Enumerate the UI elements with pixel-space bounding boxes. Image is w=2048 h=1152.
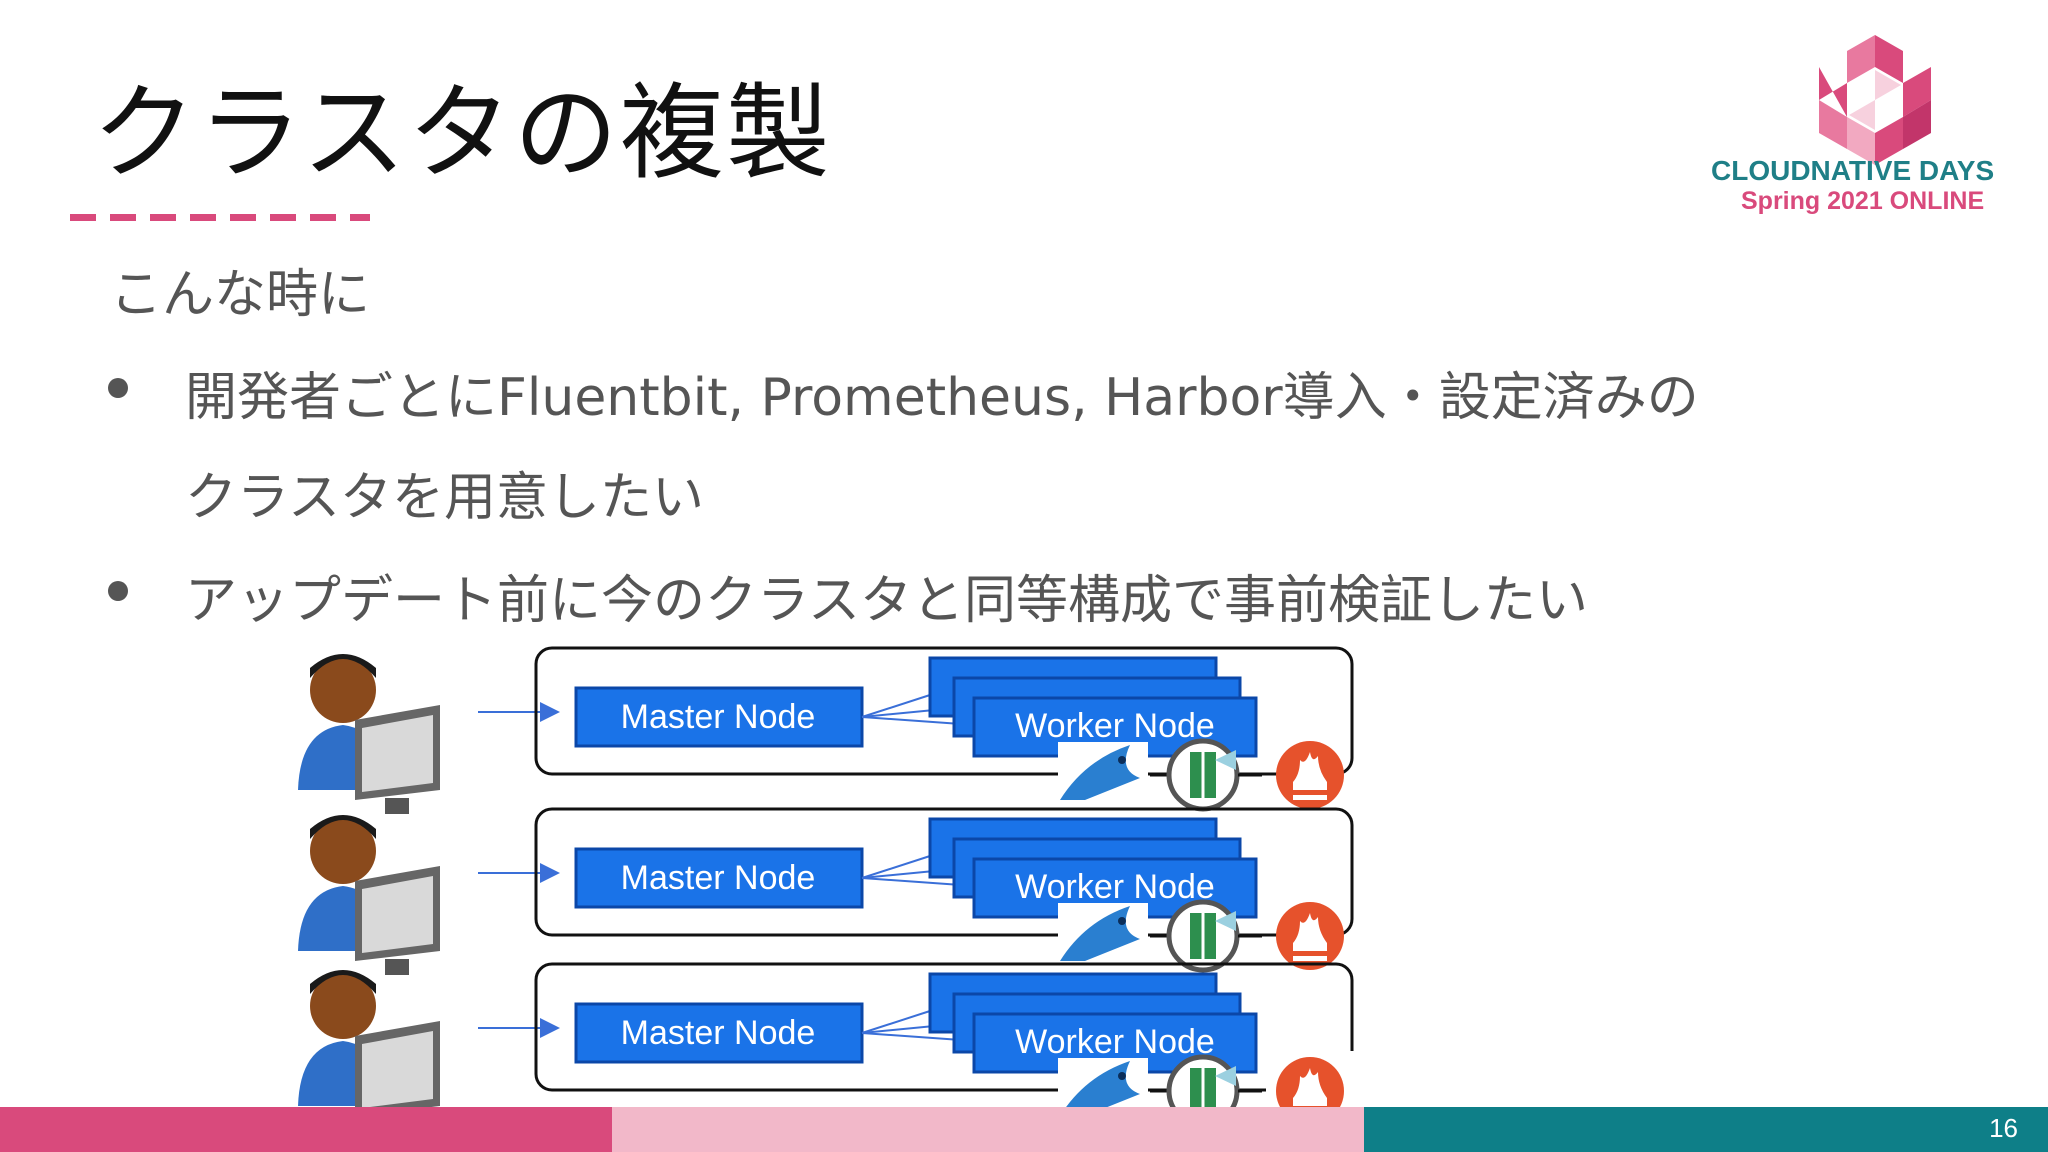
fluentbit-icon xyxy=(1166,899,1240,973)
fluentbit-icon xyxy=(1166,738,1240,812)
bullet-marker xyxy=(108,581,128,601)
cluster-box xyxy=(534,962,1354,1092)
worker-node-label: Worker Node xyxy=(1015,707,1215,745)
footer-bar-light-pink xyxy=(612,1107,1364,1152)
harbor-icon xyxy=(1058,903,1148,965)
title-underline xyxy=(70,214,370,221)
logo-name: CLOUDNATIVE DAYS xyxy=(1711,155,1995,186)
footer-bar-teal xyxy=(1364,1107,2048,1152)
harbor-icon xyxy=(1058,742,1148,804)
master-node-label: Master Node xyxy=(621,859,816,897)
cloudnative-days-logo xyxy=(1819,35,1931,165)
footer-bar-pink xyxy=(0,1107,612,1152)
cluster-row-1: Master Node Worker Node xyxy=(290,646,1354,820)
bullet-1-line2: クラスタを用意したい xyxy=(185,468,704,528)
bullet-2-line1: アップデート前に今のクラスタと同等構成で事前検証したい xyxy=(185,571,1588,631)
page-number: 16 xyxy=(1989,1113,2018,1143)
developer-icon xyxy=(290,815,450,981)
slide-title: クラスタの複製 xyxy=(92,72,832,194)
cluster-row-3: Master Node Worker Node xyxy=(290,962,1354,1136)
cluster-box xyxy=(534,807,1354,937)
worker-node-label: Worker Node xyxy=(1015,1023,1215,1061)
intro-text: こんな時に xyxy=(110,265,371,325)
prometheus-icon xyxy=(1276,902,1344,970)
cluster-row-2: Master Node Worker Node xyxy=(290,807,1354,981)
prometheus-icon xyxy=(1276,741,1344,809)
master-node-label: Master Node xyxy=(621,1014,816,1052)
cluster-box xyxy=(534,646,1354,776)
developer-icon xyxy=(290,970,450,1136)
worker-node-label: Worker Node xyxy=(1015,868,1215,906)
logo-event: Spring 2021 ONLINE xyxy=(1741,187,1985,215)
developer-icon xyxy=(290,654,450,820)
bullet-1-line1: 開発者ごとにFluentbit, Prometheus, Harbor導入・設定… xyxy=(185,368,1699,428)
master-node-label: Master Node xyxy=(621,698,816,736)
bullet-marker xyxy=(108,378,128,398)
